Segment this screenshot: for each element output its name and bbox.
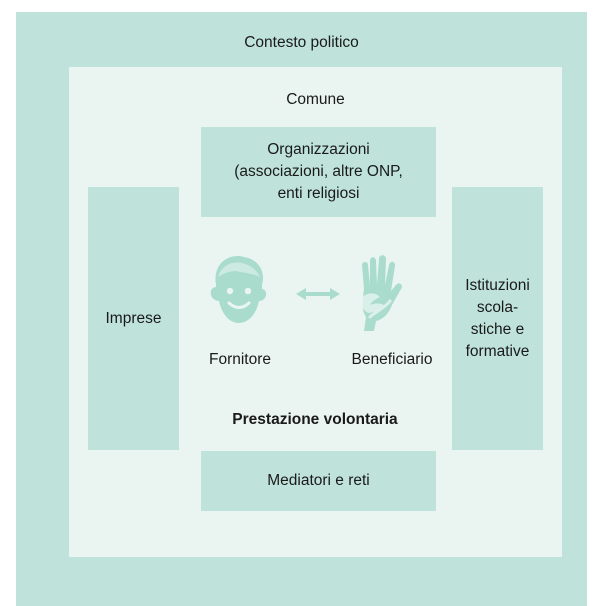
schools-line-4: formative — [465, 342, 530, 360]
businesses-label: Imprese — [105, 309, 162, 327]
face-icon — [210, 256, 267, 323]
political-context-label: Contesto politico — [244, 34, 359, 51]
hands-icon — [360, 255, 402, 331]
double-arrow-icon — [296, 288, 340, 300]
mediators-label: Mediatori e reti — [267, 472, 370, 489]
municipality-label: Comune — [286, 91, 345, 108]
schools-box: Istituzioni scola- stiche e formative — [452, 187, 543, 450]
voluntary-service-label: Prestazione volontaria — [232, 411, 398, 428]
schools-line-1: Istituzioni — [465, 276, 530, 294]
provider-label: Fornitore — [208, 351, 272, 368]
schools-line-2: scola- — [476, 298, 519, 316]
mediators-box: Mediatori e reti — [201, 451, 436, 511]
organizations-line-1: Organizzazioni — [267, 141, 370, 158]
beneficiary-label: Beneficiario — [351, 351, 433, 368]
businesses-box: Imprese — [88, 187, 179, 450]
organizations-line-3: enti religiosi — [277, 185, 360, 202]
schools-line-3: stiche e — [470, 320, 525, 338]
organizations-line-2: (associazioni, altre ONP, — [234, 163, 403, 180]
organizations-box: Organizzazioni (associazioni, altre ONP,… — [201, 127, 436, 217]
